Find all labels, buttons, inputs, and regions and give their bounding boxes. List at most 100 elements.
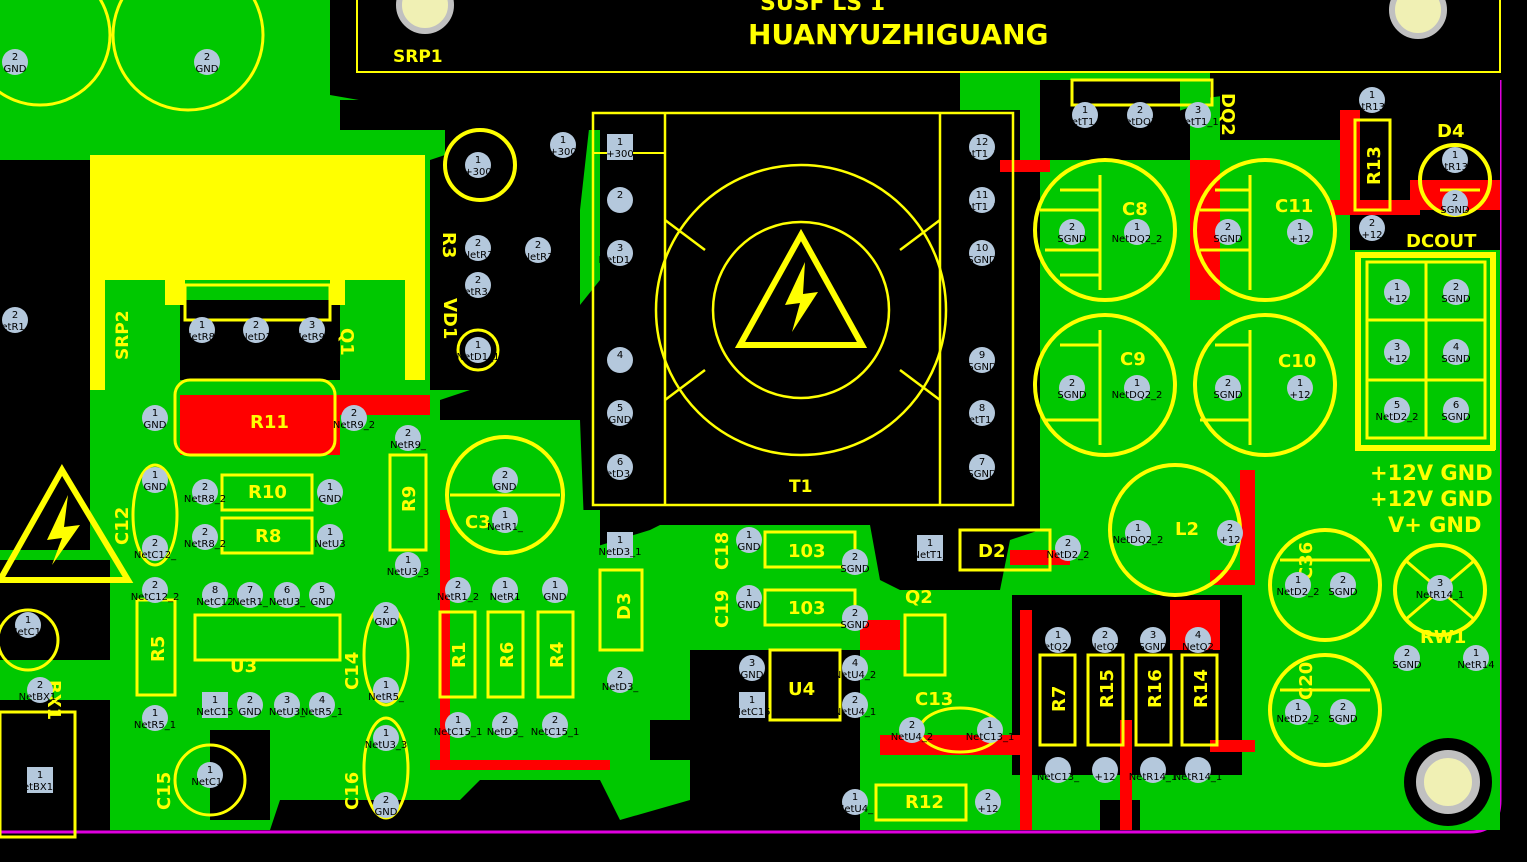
pad-net-label: NetU4_1 [834, 707, 877, 718]
pad [192, 479, 218, 505]
pad [1384, 279, 1410, 305]
pad-number: 2 [455, 580, 461, 591]
pad [373, 725, 399, 751]
pad [492, 712, 518, 738]
pad-net-label: NetR3 [523, 252, 554, 263]
ref-c14: C14 [342, 652, 363, 690]
ref-r3: R3 [438, 232, 459, 258]
pad-number: 1 [852, 792, 858, 803]
pad-net-label: NetD3_1 [599, 469, 642, 480]
ref-u3: U3 [230, 656, 257, 677]
pad [1185, 627, 1211, 653]
ref-t1: T1 [789, 477, 812, 497]
ref-c12: C12 [112, 507, 133, 545]
pad-number: 7 [247, 585, 253, 596]
pad-number: 2 [152, 538, 158, 549]
pad [607, 240, 633, 266]
pad [1394, 645, 1420, 671]
pad [1059, 219, 1085, 245]
pad-number: 1 [199, 320, 205, 331]
pad-number: 3 [309, 320, 315, 331]
pad-net-label: NetD1_1 [457, 352, 500, 363]
label-srp2: SRP2 [113, 310, 133, 360]
pad-number: 1 [1055, 630, 1061, 641]
pad-number: 10 [976, 243, 989, 254]
pad [237, 582, 263, 608]
pad-net-label: NetU3_ [269, 597, 306, 608]
pad-net-label: NetC1_ [10, 627, 47, 638]
pad-net-label: NetDQ2_ [1118, 117, 1163, 128]
pad [309, 692, 335, 718]
pad-net-label: NetU4_ [837, 804, 874, 815]
pad-net-label: NetR14_1 [1416, 590, 1465, 601]
pad-number: 2 [617, 670, 623, 681]
pad [969, 187, 995, 213]
pad-number: 3 [617, 243, 623, 254]
pad [1215, 219, 1241, 245]
pad-net-label: NetT1_11 [958, 149, 1006, 160]
pad-net-label: SGND [967, 255, 997, 266]
pad-number: 1 [455, 715, 461, 726]
pad [842, 549, 868, 575]
pad-net-label: NetC13_ [1037, 772, 1080, 783]
pad [1045, 757, 1071, 783]
pad-net-label: +300 [549, 147, 576, 158]
pad-number: 1 [1295, 575, 1301, 586]
pad-number: 1 [1082, 105, 1088, 116]
pad-net-label: NetT1_11 [958, 202, 1006, 213]
pad-number: 2 [12, 310, 18, 321]
ref-r10: R10 [248, 482, 287, 503]
pad-number: 1 [746, 530, 752, 541]
warning-icon [734, 228, 868, 348]
pad-number: 2 [909, 720, 915, 731]
pad-net-label: NetD3_ [602, 682, 640, 693]
pad [1185, 757, 1211, 783]
pad-number: 2 [1225, 222, 1231, 233]
pad-net-label: NetR14_1 [1129, 772, 1178, 783]
pad [465, 272, 491, 298]
pad-net-label: SGND [1441, 412, 1471, 423]
pad-net-label: GND [738, 542, 761, 553]
pad-net-label: NetR1_2 [437, 592, 479, 603]
pad [1443, 339, 1469, 365]
pad-net-label: SGND [1213, 390, 1243, 401]
pad [607, 400, 633, 426]
pad [1055, 535, 1081, 561]
pad-number: 2 [852, 608, 858, 619]
pad-number: 6 [284, 585, 290, 596]
pad-net-label: GND [544, 592, 567, 603]
pad-number: 5 [1394, 400, 1400, 411]
pad-net-label: +300 [606, 149, 633, 160]
pad-number: 2 [383, 795, 389, 806]
pad-net-label: SGND [1057, 390, 1087, 401]
pad [1059, 375, 1085, 401]
pad-net-label: +12 [1386, 354, 1407, 365]
pad-net-label: +12 [1386, 294, 1407, 305]
pad [1384, 397, 1410, 423]
pad-number: 2 [204, 52, 210, 63]
pad [917, 535, 943, 561]
pad [1092, 757, 1118, 783]
pad [142, 467, 168, 493]
pad [1287, 375, 1313, 401]
warning-icon-left [0, 464, 134, 583]
pad-net-label: NetC15 [191, 777, 228, 788]
pad [1125, 520, 1151, 546]
pad [192, 524, 218, 550]
ref-c20: C20 [1296, 662, 1317, 700]
pad-net-label: GND [144, 420, 167, 431]
pad-net-label: GND [375, 617, 398, 628]
ref-r4: R4 [547, 642, 568, 668]
pad-net-label: NetR8_2 [184, 494, 226, 505]
pad [465, 337, 491, 363]
pad [395, 425, 421, 451]
pad [739, 692, 765, 718]
pad-number: 1 [1295, 702, 1301, 713]
pad [194, 49, 220, 75]
label-srp1: SRP1 [393, 47, 443, 67]
pad-number: 2 [202, 527, 208, 538]
pad-net-label: NetR1 [490, 592, 521, 603]
pad [373, 677, 399, 703]
pad [736, 585, 762, 611]
pad-number: 1 [502, 580, 508, 591]
